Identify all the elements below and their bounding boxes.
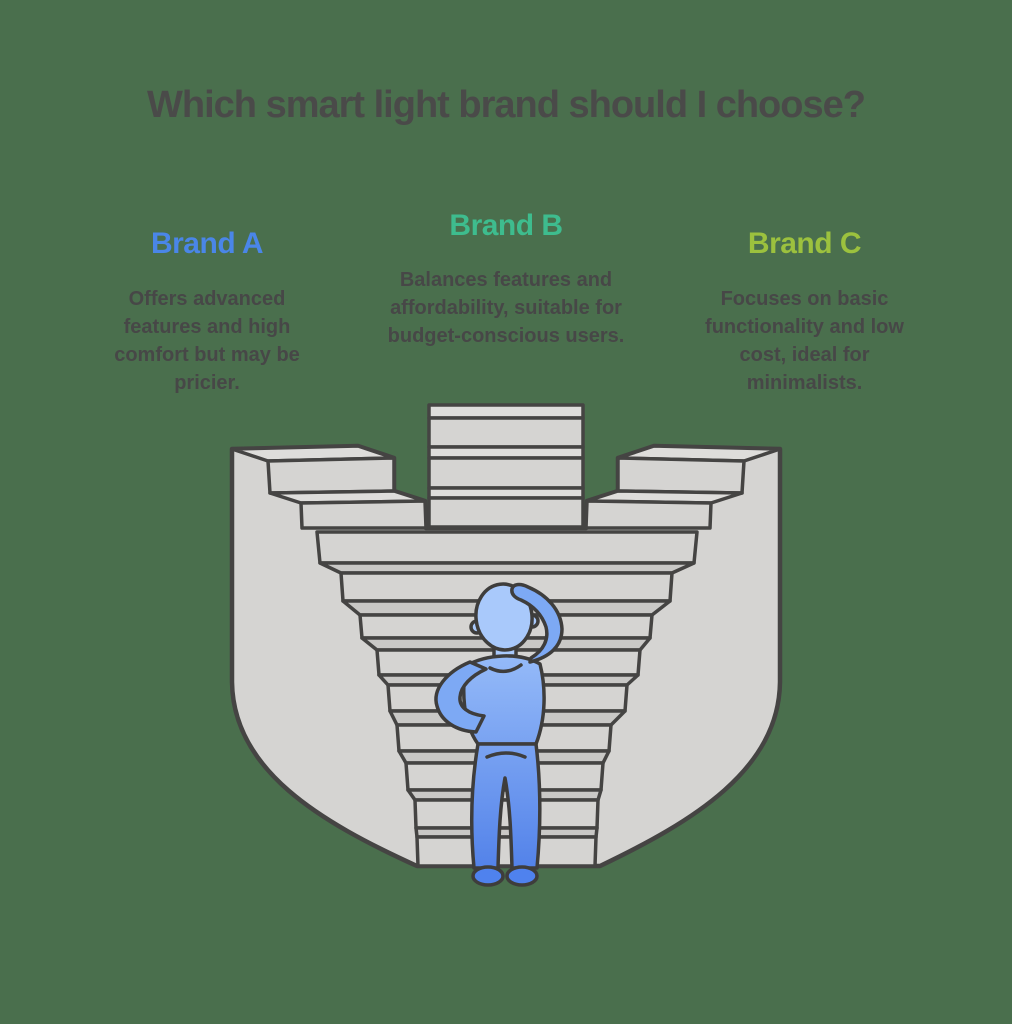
text-line: Offers advanced <box>128 288 286 310</box>
person-arm-scratching-head <box>510 582 564 664</box>
text-line: cost, ideal for <box>739 344 870 366</box>
text-line: budget-conscious users. <box>387 325 625 347</box>
text-line: functionality and low <box>705 316 904 338</box>
text-line: features and high <box>123 316 291 338</box>
brand-a-column: Brand A Offers advanced features and hig… <box>96 229 318 397</box>
person-torso <box>462 654 546 746</box>
person-ear-left <box>469 619 485 635</box>
brand-b-column: Brand B Balances features and affordabil… <box>366 211 646 350</box>
text-line: Focuses on basic <box>720 288 889 310</box>
text-line: pricier. <box>174 372 240 394</box>
text-line: Balances features and <box>399 269 613 291</box>
brand-a-description: Offers advanced features and high comfor… <box>96 285 318 397</box>
person-arm-on-hip <box>434 660 488 734</box>
confused-person-illustration <box>434 582 564 887</box>
person-foot-right <box>505 865 539 887</box>
person-head <box>474 582 534 652</box>
staircase-steps <box>315 530 699 868</box>
right-wing-steps <box>584 444 782 530</box>
person-ear-right <box>524 613 540 629</box>
left-wing-steps <box>230 444 428 530</box>
brand-c-column: Brand C Focuses on basic functionality a… <box>689 229 920 397</box>
brand-b-description: Balances features and affordability, sui… <box>366 266 646 350</box>
brand-b-heading: Brand B <box>449 209 563 242</box>
person-collar <box>488 663 523 674</box>
person-foot-left <box>471 865 505 887</box>
center-tower <box>427 403 585 529</box>
text-line: minimalists. <box>746 372 863 394</box>
funnel-silhouette <box>229 443 783 869</box>
page-title: Which smart light brand should I choose? <box>147 84 866 126</box>
text-line: comfort but may be <box>114 344 300 366</box>
text-line: affordability, suitable for <box>390 297 622 319</box>
brand-c-heading: Brand C <box>747 227 862 260</box>
person-hip-seam <box>485 751 527 759</box>
brand-c-description: Focuses on basic functionality and low c… <box>689 285 920 397</box>
person-neck <box>492 636 518 668</box>
brand-a-heading: Brand A <box>150 227 264 260</box>
person-legs <box>469 742 542 870</box>
